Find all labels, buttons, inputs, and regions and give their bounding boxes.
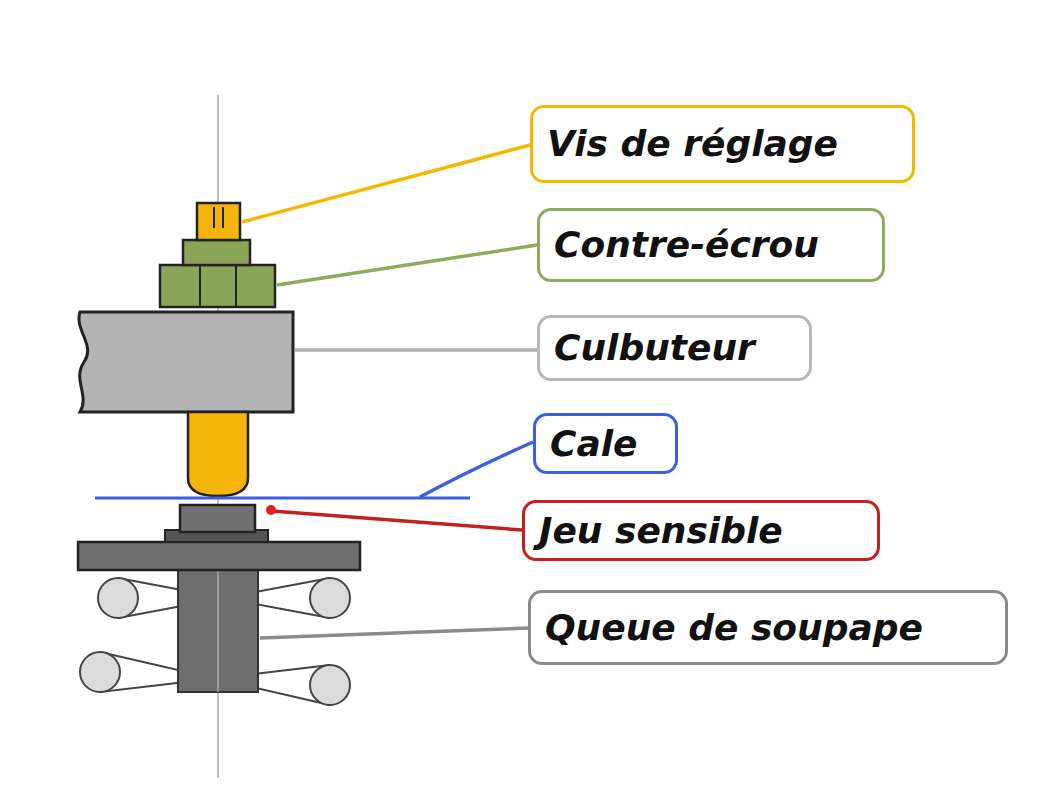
callout-label: Jeu sensible — [539, 509, 783, 552]
callout-label: Culbuteur — [554, 326, 755, 369]
adjusting-screw-shank — [188, 412, 248, 496]
callout-box: Jeu sensible — [522, 500, 880, 561]
clearance-dot — [266, 505, 276, 515]
callout-box: Vis de réglage — [530, 105, 915, 183]
rocker-arm — [79, 312, 293, 412]
adjusting-screw-head — [197, 203, 240, 240]
callout-label: Vis de réglage — [547, 122, 838, 165]
callout-label: Cale — [550, 422, 637, 465]
callout-label: Queue de soupape — [545, 606, 923, 649]
callout-box: Cale — [533, 413, 678, 474]
lock-nut — [160, 265, 275, 307]
feeler-gauge — [95, 497, 470, 500]
valve-stem-tip — [180, 505, 255, 532]
callout-box: Queue de soupape — [528, 590, 1008, 665]
callout-box: Contre-écrou — [537, 208, 885, 282]
valve-stem — [178, 568, 258, 692]
leader-lines — [242, 145, 537, 638]
callout-label: Contre-écrou — [554, 223, 819, 266]
callout-box: Culbuteur — [537, 315, 812, 381]
spring-retainer — [78, 542, 360, 570]
